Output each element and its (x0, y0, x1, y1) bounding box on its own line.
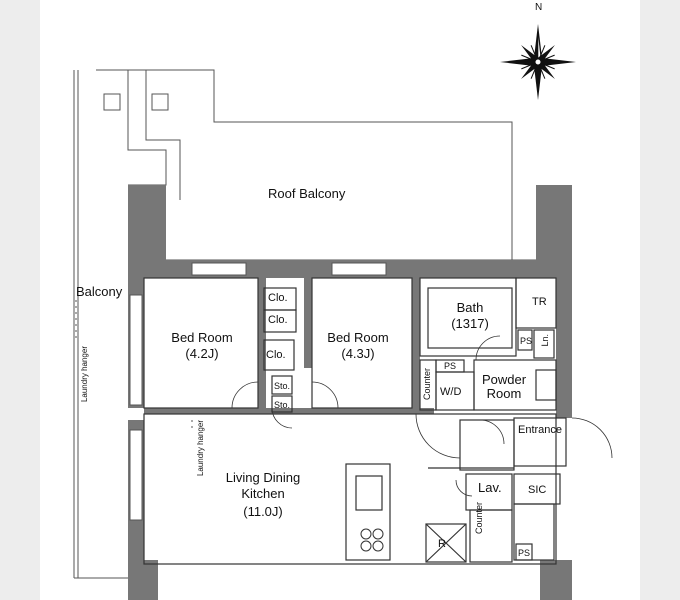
ln-label: Ln. (540, 334, 550, 347)
tr-label: TR (532, 296, 547, 308)
roof-balcony-label: Roof Balcony (268, 186, 346, 201)
powder-room-line2: Room (486, 386, 522, 401)
ps-1-label: PS (444, 361, 457, 371)
windows (129, 262, 387, 521)
bath-size: (1317) (451, 316, 489, 331)
laundry-hanger-lines (75, 300, 193, 432)
counter-1-label: Counter (422, 368, 432, 401)
balcony-rail (73, 70, 128, 579)
laundry-hanger-1-label: Laundry hanger (80, 346, 89, 403)
bath-name: Bath (456, 300, 484, 315)
compass-north-label: N (535, 2, 543, 13)
ps-2-label: PS (520, 336, 533, 346)
sic-label: SIC (528, 484, 547, 496)
living-size: (11.0J) (243, 504, 283, 519)
right-margin (640, 0, 680, 600)
storage-1-label: Sto. (274, 381, 291, 391)
balcony-label: Balcony (76, 284, 123, 299)
bed-room-2-name: Bed Room (327, 330, 389, 345)
stove-burners (360, 528, 384, 552)
refrigerator-label: R (438, 538, 446, 550)
compass-rose (500, 24, 576, 100)
bed-room-2-size: (4.3J) (341, 346, 375, 361)
counter-2-label: Counter (474, 502, 484, 535)
storage-2-label: Sto. (274, 400, 291, 410)
wd-label: W/D (440, 386, 462, 398)
door-swings (231, 335, 613, 497)
lav-label: Lav. (478, 480, 502, 495)
ps-3-label: PS (518, 548, 531, 558)
entrance-label: Entrance (518, 424, 563, 436)
living-line2: Kitchen (241, 486, 285, 501)
closet-3-label: Clo. (266, 349, 286, 361)
bed-room-1-name: Bed Room (171, 330, 233, 345)
closet-2-label: Clo. (268, 314, 288, 326)
closet-1-label: Clo. (268, 292, 288, 304)
left-margin (0, 0, 40, 600)
bed-room-1-size: (4.2J) (185, 346, 219, 361)
powder-room-line1: Powder (481, 372, 527, 387)
interior-lines (143, 277, 567, 565)
living-line1: Living Dining (225, 470, 301, 485)
laundry-hanger-2-label: Laundry hanger (196, 420, 205, 477)
